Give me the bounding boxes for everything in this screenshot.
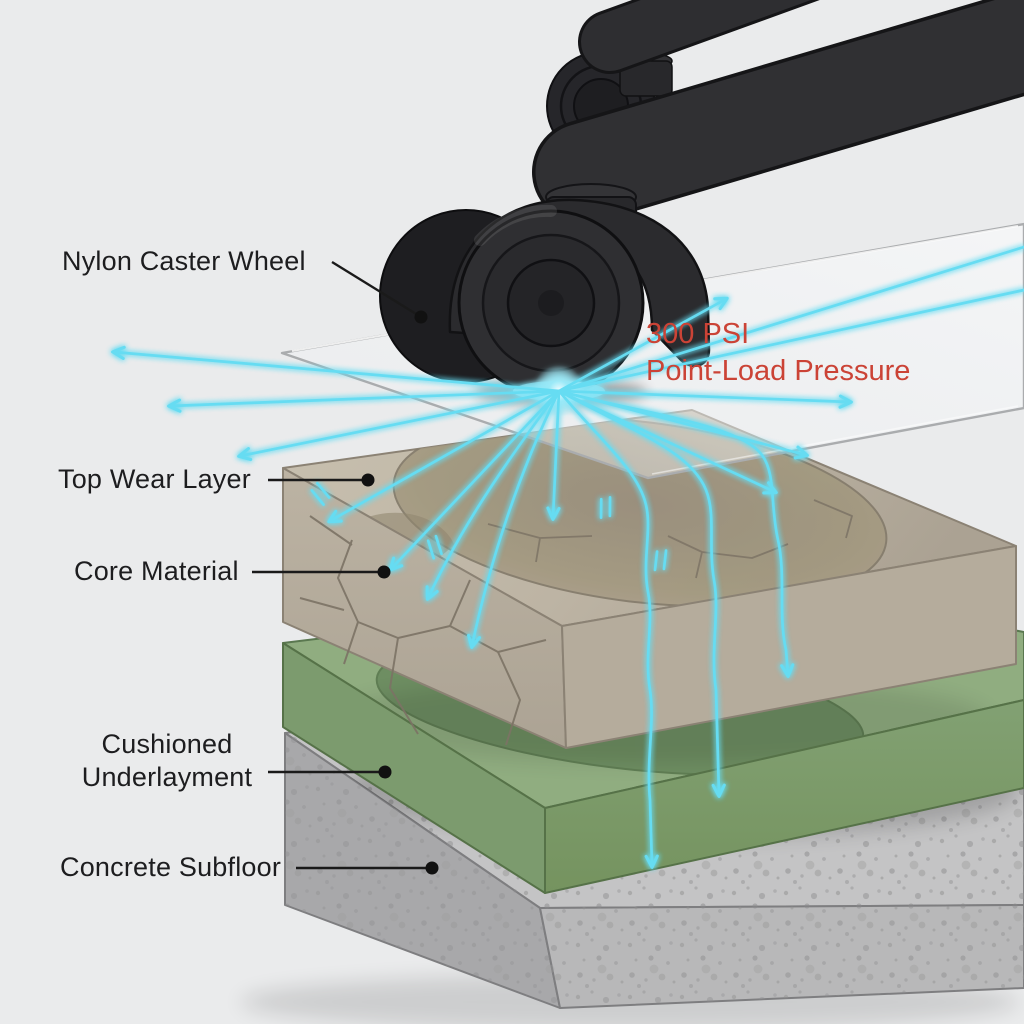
label-concrete-subfloor: Concrete Subfloor xyxy=(60,852,282,882)
core-cracks xyxy=(299,515,547,746)
caster-wheel xyxy=(379,183,711,397)
office-chair-leg xyxy=(379,0,1024,397)
pressure-annotation-line1: 300 PSI xyxy=(646,318,750,350)
leader-lines xyxy=(252,260,439,875)
pressure-annotation-line2: Point-Load Pressure xyxy=(646,355,911,387)
label-core-material: Core Material xyxy=(74,556,239,586)
pressure-arrows xyxy=(111,245,1024,869)
label-nylon-caster-wheel: Nylon Caster Wheel xyxy=(62,246,306,276)
core-material-slab xyxy=(282,409,1017,749)
pressure-annotation: 300 PSI Point-Load Pressure xyxy=(646,316,910,390)
label-cushioned-underlayment: Cushioned Underlayment xyxy=(81,729,253,792)
label-top-wear-layer: Top Wear Layer xyxy=(58,464,251,494)
